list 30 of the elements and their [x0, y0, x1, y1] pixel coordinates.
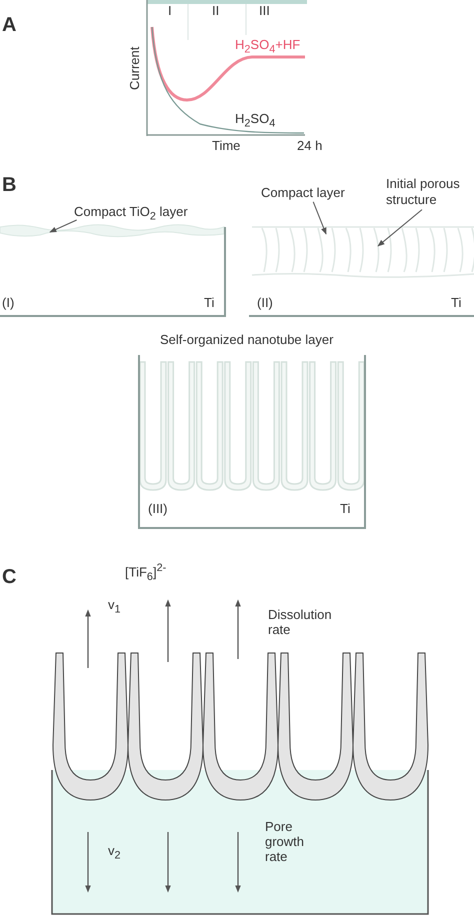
text-label: II	[212, 4, 220, 19]
text-label: III	[259, 4, 270, 19]
panel-letter: B	[2, 174, 16, 197]
substrate-panel	[0, 227, 226, 317]
text-label: [TiF$_{6}$]$^{2-}$	[125, 562, 166, 584]
panel-label: (I)	[2, 295, 14, 310]
panel-letter: A	[2, 14, 16, 37]
text-label: Current	[128, 46, 143, 90]
text-label: v$_{2}$	[108, 844, 121, 862]
text-label: H$_{2}$SO$_{4}$	[235, 112, 276, 130]
panel-label: Ti	[204, 295, 214, 310]
leader-line	[378, 209, 422, 246]
text-label: Time	[212, 139, 240, 154]
leader-line	[49, 220, 78, 233]
panel-label: Ti	[340, 501, 350, 516]
text-label: I	[168, 4, 172, 19]
leader-line	[312, 201, 327, 235]
panel-label: Ti	[451, 295, 462, 310]
callout-text: Initial porous structure	[386, 176, 471, 208]
text-label: v$_{1}$	[108, 598, 121, 616]
text-label: H$_{2}$SO$_{4}$+HF	[235, 38, 300, 56]
text-label: Pore growth rate	[265, 820, 306, 865]
panel-letter: C	[2, 566, 16, 589]
callout-text: Compact TiO$_{2}$ layer	[74, 204, 188, 224]
text-label: Dissolution rate	[268, 608, 333, 638]
panel-label: (III)	[148, 501, 168, 516]
panel-label: (II)	[257, 295, 273, 310]
callout-text: Compact layer	[261, 185, 345, 201]
panel-heading: Self-organized nanotube layer	[160, 332, 334, 347]
text-label: 24 h	[297, 139, 322, 154]
